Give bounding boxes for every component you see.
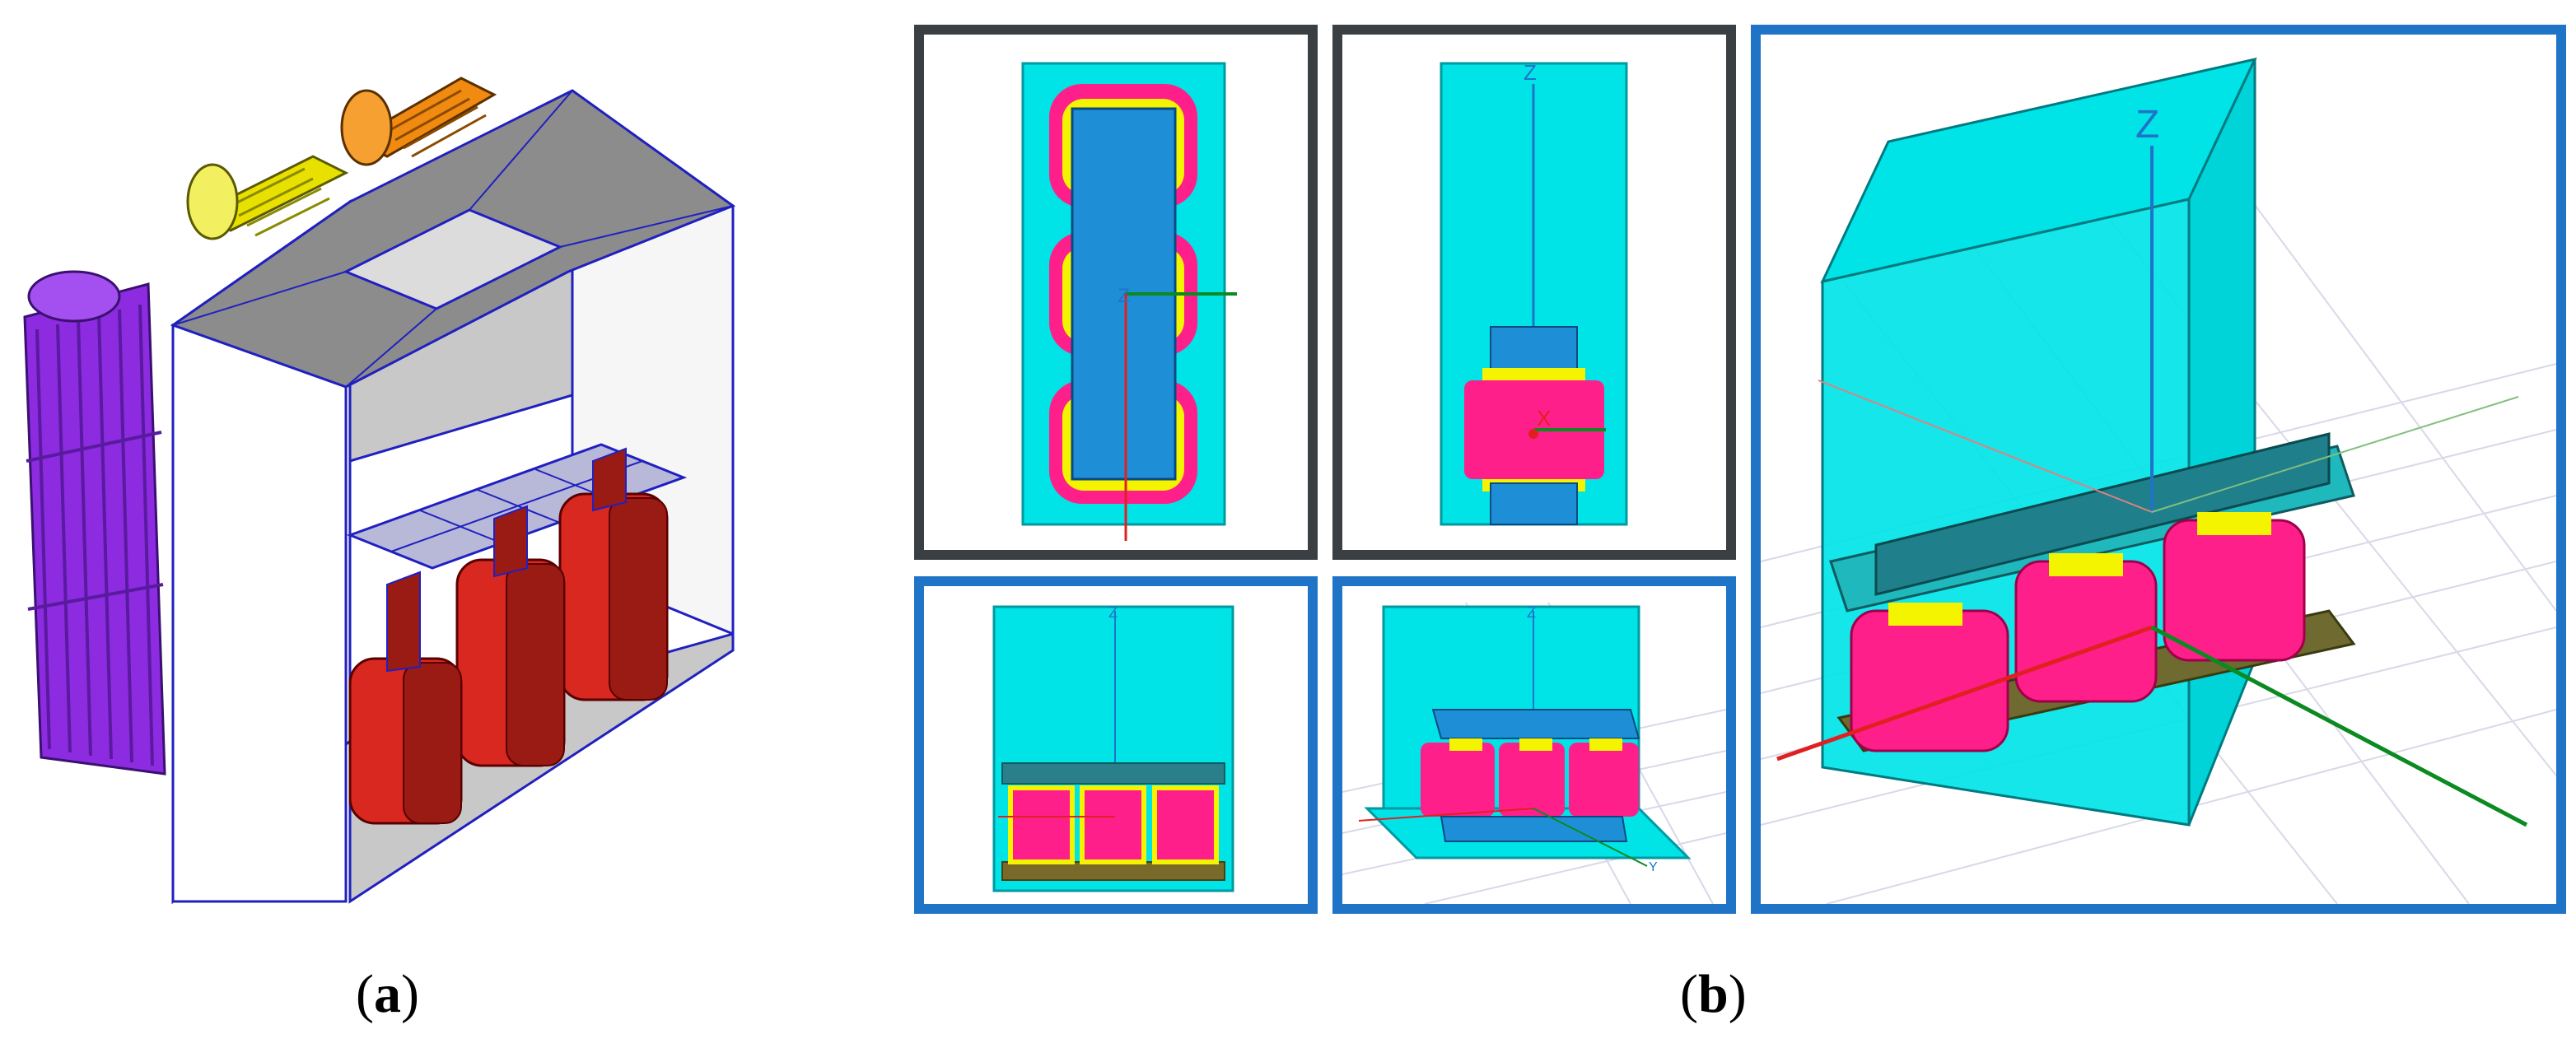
front-view-panel: Z X — [1332, 25, 1736, 560]
winding-1 — [1850, 603, 2009, 752]
caption-b: (b) — [1680, 964, 1747, 1024]
bottom-yoke — [1440, 816, 1628, 842]
y-axis-line — [2150, 625, 2528, 827]
coil-1 — [348, 571, 463, 825]
z-axis-label: Z — [1524, 60, 1537, 85]
core-lower-limb — [1490, 482, 1578, 525]
winding-1 — [1421, 743, 1495, 817]
radiator-yellow — [186, 155, 349, 240]
y-axis-ext — [2151, 396, 2519, 513]
isometric-large-panel: Z — [1751, 25, 2566, 914]
isometric-small-panel: Z Y — [1332, 576, 1736, 914]
tank-roof — [170, 89, 736, 389]
tank-front-wall — [171, 323, 348, 903]
top-yoke — [1874, 432, 2331, 596]
bottom-yoke — [1001, 861, 1225, 881]
radiator-orange — [340, 77, 497, 166]
z-axis-label: Z — [1118, 285, 1130, 307]
winding-3 — [2163, 512, 2306, 662]
winding-2 — [2014, 553, 2158, 703]
winding-2 — [1499, 743, 1565, 817]
coil-3 — [558, 447, 669, 701]
winding-3 — [1569, 743, 1639, 817]
winding-cap-2 — [1519, 738, 1552, 751]
origin-marker — [1528, 429, 1538, 439]
z-axis-label: Z — [1108, 604, 1118, 621]
x-axis-line — [1776, 625, 2153, 762]
x-axis-label: X — [1537, 406, 1551, 431]
winding-cap-1 — [1449, 738, 1482, 751]
coil-2 — [455, 505, 566, 767]
winding-cap-3 — [1589, 738, 1622, 751]
top-yoke — [1001, 762, 1225, 785]
winding-2 — [1080, 785, 1146, 864]
y-axis-label: Y — [1649, 860, 1658, 874]
transformer-3d-drawing — [23, 77, 736, 905]
z-axis-label: Z — [1527, 604, 1536, 621]
winding-1 — [1008, 785, 1075, 864]
caption-a: (a) — [356, 964, 419, 1024]
y-axis-line — [1533, 808, 1648, 867]
winding-3 — [1152, 785, 1219, 864]
top-view-panel: Z — [914, 25, 1318, 560]
x-axis-line — [1358, 808, 1534, 822]
x-axis-ext — [1818, 380, 2153, 513]
top-yoke — [1431, 709, 1640, 739]
z-axis-label: Z — [2135, 103, 2159, 147]
radiator-purple — [23, 270, 166, 776]
side-view-panel: Z — [914, 576, 1318, 914]
transformer-3d-model-panel — [0, 0, 824, 939]
